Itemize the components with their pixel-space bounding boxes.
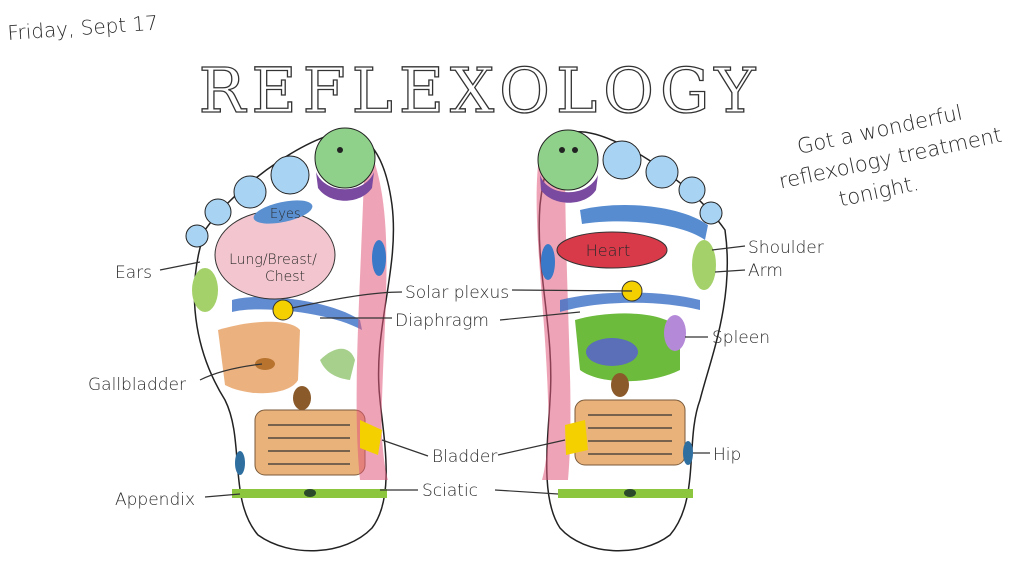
left-foot: Lung/Breast/ Chest Eyes: [185, 127, 395, 552]
spine-area: [356, 150, 388, 480]
stomach: [320, 348, 355, 380]
leader-lines: [159, 245, 746, 498]
eyes-label: Eyes: [270, 207, 301, 222]
gallbladder-area: [218, 321, 300, 394]
gallbladder: [255, 358, 275, 370]
heart-label: Heart: [586, 241, 631, 260]
lung-label-2: Chest: [265, 269, 305, 285]
eyes-zone: [253, 200, 313, 224]
label-ears: Ears: [115, 263, 152, 283]
lung-label-1: Lung/Breast/: [229, 252, 317, 268]
diaphragm-band: [232, 296, 362, 330]
label-hip: Hip: [713, 445, 741, 465]
heart-zone: [556, 231, 668, 269]
date-text: Friday, Sept 17: [7, 11, 159, 45]
solar-plexus-point: [272, 299, 294, 321]
label-bladder: Bladder: [432, 447, 497, 467]
label-solar-plexus: Solar plexus: [405, 283, 509, 303]
ear-zone: [192, 268, 218, 312]
label-arm: Arm: [748, 261, 783, 281]
label-appendix: Appendix: [115, 490, 195, 510]
intestines: [254, 409, 366, 476]
note: Got a wonderful reflexology treatment to…: [777, 100, 1004, 211]
label-diaphragm: Diaphragm: [395, 311, 489, 331]
right-foot: Heart: [536, 129, 729, 552]
label-spleen: Spleen: [712, 328, 770, 348]
page-title: REFLEXOLOGY: [199, 54, 762, 127]
intestines: [574, 399, 686, 466]
label-gallbladder: Gallbladder: [88, 375, 186, 395]
big-toe: [314, 127, 376, 189]
bladder-area: [360, 420, 382, 455]
label-sciatic: Sciatic: [422, 481, 478, 501]
label-shoulder: Shoulder: [748, 238, 824, 258]
spleen-zone: [664, 315, 686, 351]
